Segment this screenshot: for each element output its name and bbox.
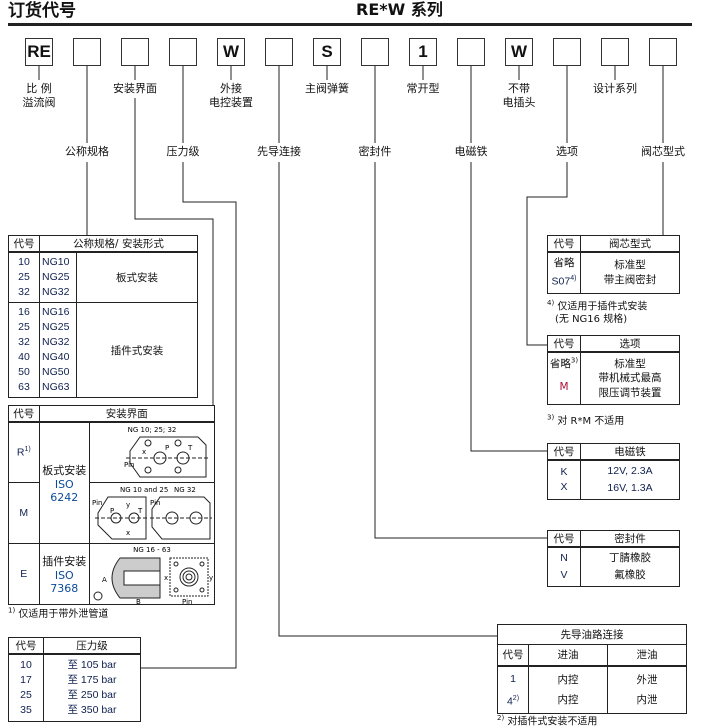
label-no-plug: 不带电插头 (502, 82, 536, 109)
svg-text:B: B (136, 598, 141, 604)
code-box-1: 1 (409, 38, 437, 66)
svg-text:Pin: Pin (182, 598, 192, 604)
label-design-series: 设计系列 (593, 82, 637, 95)
svg-text:NG 16 - 63: NG 16 - 63 (133, 546, 171, 554)
label-solenoid: 电磁铁 (454, 145, 488, 158)
table-row: M NG 10 and 25 NG 32 Pin Pin y x P T (8, 482, 216, 544)
svg-text:P: P (165, 444, 169, 452)
svg-text:T: T (187, 444, 193, 452)
label-option: 选项 (556, 145, 578, 158)
code-box-pilot (265, 38, 293, 66)
code-box-solenoid (457, 38, 485, 66)
svg-text:Pin: Pin (92, 499, 102, 507)
svg-text:NG 10 and 25: NG 10 and 25 (120, 486, 168, 494)
svg-text:T: T (137, 507, 143, 515)
code-box-interface (121, 38, 149, 66)
header-code: 代号 (8, 235, 40, 253)
label-proportional-relief: 比 例溢流阀 (22, 82, 56, 109)
interface-diagram-r: NG 10; 25; 32 Pin x P T (124, 426, 208, 478)
header-size: 公称规格/ 安装形式 (39, 235, 198, 253)
label-nominal-size: 公称规格 (65, 145, 109, 158)
code-box-w: W (217, 38, 245, 66)
label-spool: 阀芯型式 (641, 145, 685, 158)
label-normally-open: 常开型 (406, 82, 440, 95)
svg-text:y: y (209, 574, 213, 582)
code-box-option (553, 38, 581, 66)
interface-diagram-m: NG 10 and 25 NG 32 Pin Pin y x P T (92, 486, 212, 540)
table-row: 省略3)标准型 (547, 352, 680, 371)
series-title: RE*W 系列 (356, 0, 443, 19)
interface-footnote: 1) 仅适用于带外泄管道 (8, 606, 109, 620)
svg-text:NG 32: NG 32 (174, 486, 196, 494)
pilot-footnote: 2) 对插件式安装不适用 (497, 714, 598, 726)
label-main-spring: 主阀弹簧 (305, 82, 349, 95)
svg-text:A: A (102, 576, 107, 584)
label-external-electronics: 外接电控装置 (209, 82, 253, 109)
code-box-w2: W (505, 38, 533, 66)
svg-text:y: y (126, 501, 130, 509)
svg-text:NG 10; 25; 32: NG 10; 25; 32 (128, 426, 177, 434)
code-box-s: S (313, 38, 341, 66)
code-box-re: RE (25, 38, 53, 66)
code-box-seal (361, 38, 389, 66)
code-box-size (73, 38, 101, 66)
spool-footnote: 4) 仅适用于插件式安装(无 NG16 规格) (547, 299, 648, 326)
svg-text:Pin: Pin (124, 461, 134, 469)
code-box-pressure (169, 38, 197, 66)
code-box-design (601, 38, 629, 66)
label-pressure: 压力级 (166, 145, 200, 158)
svg-text:x: x (142, 448, 146, 456)
label-seal: 密封件 (358, 145, 392, 158)
label-pilot: 先导连接 (257, 145, 301, 158)
svg-text:P: P (110, 507, 114, 515)
page-title: 订货代号 (8, 1, 76, 21)
option-footnote: 3) 对 R*M 不适用 (547, 413, 625, 427)
title-rule (8, 23, 692, 26)
svg-text:Pin: Pin (150, 499, 160, 507)
svg-text:x: x (164, 574, 168, 582)
svg-text:x: x (126, 529, 130, 537)
interface-diagram-e: NG 16 - 63 A B x y Pin (93, 546, 213, 604)
code-box-spool (649, 38, 677, 66)
label-interface: 安装界面 (113, 82, 157, 95)
